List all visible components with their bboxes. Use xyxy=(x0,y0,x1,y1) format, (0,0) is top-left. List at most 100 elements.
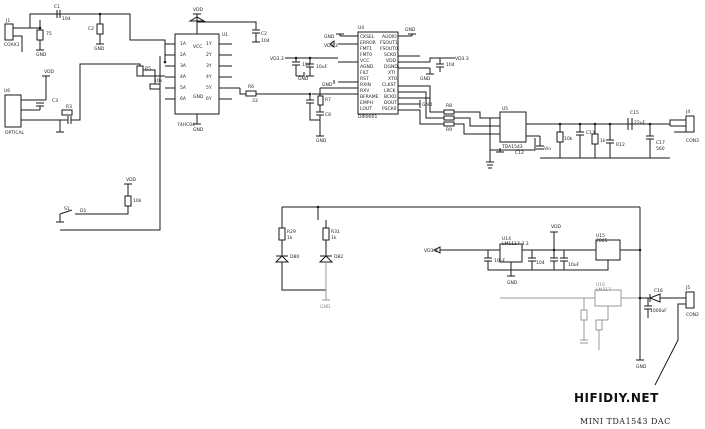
u16-ref: U16 xyxy=(596,282,605,288)
u1-pin-r6: 6Y xyxy=(206,96,212,102)
c-u14: 10uF xyxy=(494,258,506,264)
r2-label: C2 xyxy=(88,26,94,32)
coax-input-section: J1 COAX1 75 GND C1 104 C2 GND xyxy=(4,4,166,58)
u4-l1: ERROR xyxy=(360,40,376,46)
u4-l4: VCC xyxy=(360,58,369,64)
switch-ref: S1 xyxy=(64,206,70,212)
u4-l7: RST xyxy=(360,76,369,82)
u1-pin-r2: 2Y xyxy=(206,52,212,58)
u14-name: LM1117-3.3 xyxy=(502,241,529,247)
mode-switch: VDD 10k S1 D1 xyxy=(56,177,142,223)
r12-label: 1k xyxy=(600,138,606,144)
u4-l2: FMT1 xyxy=(360,46,372,52)
gnd-label-2: GND xyxy=(94,46,105,52)
r7-label: R7 xyxy=(325,97,331,103)
u5-name: TDA1543 xyxy=(501,144,523,150)
coax-connector xyxy=(4,23,14,41)
u4-r2: FSOUT0 xyxy=(380,46,398,52)
u4-l12: LOUT xyxy=(360,106,372,112)
u1-gnd: GND xyxy=(193,127,204,133)
resistor-r5 xyxy=(136,65,144,77)
u4-left-pins: CKSEL ERROR FMT1 FMT0 VCC AGND FILT RST … xyxy=(360,34,379,112)
c5-label: 104 xyxy=(446,62,455,68)
r11-label: 10k xyxy=(564,136,573,142)
u4-r3: SCKO xyxy=(384,52,397,58)
u4-l8: RXIN xyxy=(360,82,371,88)
r8-label: R8 xyxy=(446,103,452,109)
resistor-r6 xyxy=(245,90,257,97)
u4-r1: FSOUT1 xyxy=(380,40,398,46)
resistor-r1 xyxy=(36,29,44,41)
output-label: CON3 xyxy=(686,138,699,144)
u4-l6: FILT xyxy=(360,70,369,76)
c19-value: 560 xyxy=(656,146,665,152)
u4-gnd-top: GND xyxy=(324,34,335,40)
u4-r6: XTI xyxy=(388,70,395,76)
power-ref: J5 xyxy=(685,285,690,291)
c1-value: 104 xyxy=(62,16,71,22)
u15-ref: U15 xyxy=(596,233,605,239)
u4-r4: VDD xyxy=(386,58,397,64)
optical-input-section: U6 OPTICAL VDD C3 C4 R3 xyxy=(4,63,141,136)
coax-connector-ref: J1 xyxy=(5,18,10,24)
c6-label: 104 xyxy=(302,62,311,68)
junction-dots xyxy=(38,12,652,300)
vd33-left: VD3.3 xyxy=(270,56,284,62)
u4-gnd-right3: GND xyxy=(422,102,433,108)
site-logo: HIFIDIY.NET xyxy=(574,391,659,405)
u1-pin-gnd: GND xyxy=(193,94,204,100)
c1-label: C1 xyxy=(54,4,60,10)
gnd-filt: GND xyxy=(316,138,327,144)
resistor-sw xyxy=(124,195,132,207)
r6-value: 33 xyxy=(252,98,258,104)
r29-label: R29 xyxy=(287,229,296,235)
cap-big: 1000uF xyxy=(650,308,667,314)
u4-r12: PSCK0 xyxy=(382,106,397,112)
u5-ref: U5 xyxy=(502,106,508,112)
u1-pin-l4: 5A xyxy=(180,85,187,91)
r31-label: R31 xyxy=(331,229,340,235)
output-ref: J4 xyxy=(685,109,690,115)
u4-r10: BCKO xyxy=(384,94,397,100)
resistor-r10 xyxy=(443,121,455,127)
u4-gnd-right: GND xyxy=(405,27,416,33)
resistor-r31 xyxy=(322,227,330,241)
c12-label: C12 xyxy=(515,150,524,156)
r29-value: 1k xyxy=(287,235,293,241)
vd33-right: VD3.3 xyxy=(455,56,469,62)
u14-vd33: VD3.3 xyxy=(424,248,438,254)
resistor-r3 xyxy=(61,109,73,116)
optical-label: OPTICAL xyxy=(5,130,25,136)
chip-u5: U5 TDA1543 R8 R9 Vin C12 10k C13 1k R12 … xyxy=(443,103,699,169)
u14-ref: U14 xyxy=(502,236,511,242)
c15-label: R12 xyxy=(616,142,625,148)
u4-l3: FMT0 xyxy=(360,52,372,58)
chip-u4: U4 DIR9001 CKSEL ERROR FMT1 FMT0 VCC AGN… xyxy=(270,25,469,144)
gnd-c6: GND xyxy=(298,76,309,82)
vdd-ps: VDD xyxy=(551,224,562,230)
power-label: CON2 xyxy=(686,312,699,318)
u1-pin-r3: 3Y xyxy=(206,63,212,69)
resistor-r29 xyxy=(278,227,286,241)
vdd-arrow xyxy=(188,16,206,22)
r5-label: R5 xyxy=(145,66,151,72)
power-connector xyxy=(685,291,695,309)
u15-name: 7805 xyxy=(596,238,608,244)
c-u15a: 10uF xyxy=(568,262,580,268)
r6-label: R6 xyxy=(248,84,254,90)
u4-l11: EMPH xyxy=(360,100,373,106)
u4-r0: AUDIO xyxy=(382,34,397,40)
u4-gnd-mid: GND xyxy=(322,82,333,88)
u4-r9: LRCK xyxy=(384,88,397,94)
resistor-r9 xyxy=(443,115,455,121)
schematic-title: MINI TDA1543 DAC xyxy=(580,417,671,426)
ps-gnd: GND xyxy=(636,364,647,370)
resistor-u16a xyxy=(580,309,588,321)
u1-pin-l0: 1A xyxy=(180,41,187,47)
resistor-filt xyxy=(317,95,324,106)
u1-name: 74HC04 xyxy=(177,122,195,128)
r10-label: R9 xyxy=(446,127,452,133)
c-u14b: 104 xyxy=(536,260,545,266)
led1-ref: D80 xyxy=(290,254,299,260)
